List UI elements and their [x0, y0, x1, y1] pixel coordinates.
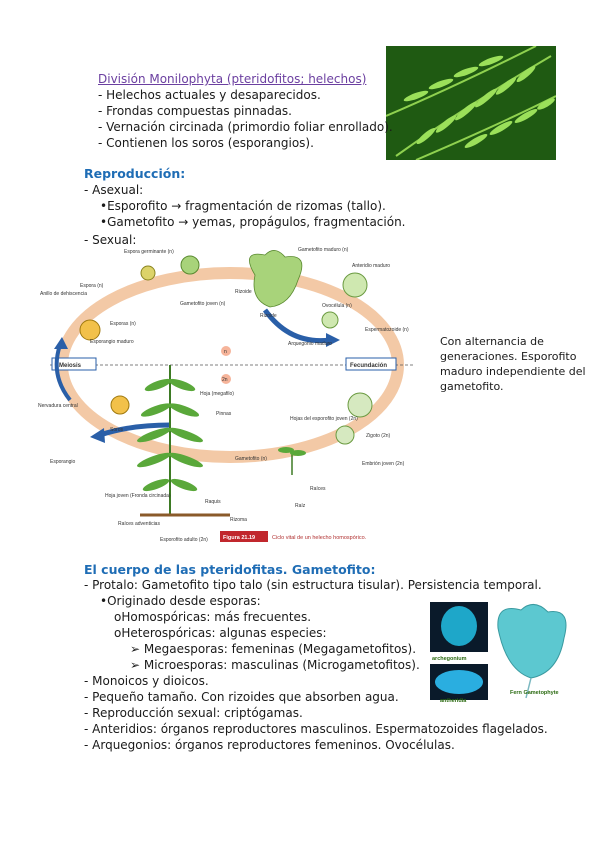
label-pinnas: Pinnas	[216, 411, 232, 417]
label-espermatozoide: Espermatozoide (n)	[365, 327, 409, 333]
cuerpo-line-6: ➢ Microesporas: masculinas (Microgametof…	[130, 658, 420, 672]
label-gametofito-joven: Gametofito joven (n)	[180, 301, 226, 307]
label-hojas-esporofito: Hojas del esporofito joven (2n)	[290, 416, 358, 422]
label-fern-gametophyte: Fern Gametophyte	[510, 690, 559, 696]
label-esporangio: Esporangio	[50, 459, 76, 465]
label-espora-germinante: Espora germinante (n)	[124, 249, 174, 255]
fern-photo	[386, 46, 556, 160]
sexual-label: - Sexual:	[84, 233, 137, 247]
label-hoja-megafilo: Hoja (megafilo)	[200, 391, 234, 397]
label-esporangio-maduro: Esporangio maduro	[90, 339, 134, 345]
life-cycle-figure: Meiosis Fecundación n 2n	[30, 245, 435, 545]
label-espora: Espora (n)	[80, 283, 104, 289]
label-archegonium: archegonium	[432, 656, 467, 662]
asexual-item-1: •Esporofito → fragmentación de rizomas (…	[100, 199, 386, 213]
cuerpo-line-2: •Originado desde esporas:	[100, 594, 261, 608]
intro-item-4: - Contienen los soros (esporangios).	[98, 136, 314, 150]
label-fecundacion: Fecundación	[350, 363, 387, 369]
label-2n: 2n	[222, 377, 228, 383]
life-cycle-diagram: Meiosis Fecundación n 2n	[38, 247, 415, 543]
cuerpo-line-3: oHomospóricas: más frecuentes.	[114, 610, 312, 624]
label-anteridio-maduro: Anteridio maduro	[352, 263, 390, 269]
gametophyte-drawing: archegonium antheridia Fern Gametophyte	[430, 602, 567, 704]
cuerpo-line-7: - Monoicos y dioicos.	[84, 674, 209, 688]
label-esporofito-adulto: Esporofito adulto (2n)	[160, 537, 208, 543]
label-ovocelula: Ovocélula (n)	[322, 303, 352, 309]
label-zigoto: Zigoto (2n)	[366, 433, 391, 439]
cuerpo-line-8: - Pequeño tamaño. Con rizoides que absor…	[84, 690, 399, 704]
reproduccion-heading: Reproducción:	[84, 166, 186, 181]
cuerpo-line-10: - Anteridios: órganos reproductores masc…	[84, 722, 548, 736]
label-embrion: Embrión joven (2n)	[362, 461, 405, 467]
fern-photo-drawing	[386, 46, 556, 160]
label-soros: Soros	[110, 427, 124, 433]
label-raices: Raíces	[310, 486, 326, 492]
side-note: Con alternancia de generaciones. Esporof…	[440, 335, 586, 393]
figure-caption: Ciclo vital de un helecho homospórico.	[272, 535, 367, 541]
label-arquegonio-maduro: Arquegonio maduro	[288, 341, 332, 347]
label-raiz: Raíz	[295, 503, 306, 509]
label-gametofito-n: Gametofito (n)	[235, 456, 267, 462]
label-raquis: Raquis	[205, 499, 221, 505]
label-rizoide-2: Rizoide	[260, 313, 277, 319]
figure-number: Figura 21.19	[223, 535, 255, 541]
intro-item-3: - Vernación circinada (primordio foliar …	[98, 120, 393, 134]
label-raices-adventicias: Raíces adventicias	[118, 521, 160, 527]
label-anillo: Anillo de dehiscencia	[40, 291, 87, 297]
cuerpo-line-5: ➢ Megaesporas: femeninas (Megagametofito…	[130, 642, 417, 656]
label-rizoma: Rizoma	[230, 517, 247, 523]
cuerpo-heading: El cuerpo de las pteridofitas. Gametofit…	[84, 562, 376, 577]
gametophyte-micrograph: archegonium antheridia Fern Gametophyte	[426, 598, 572, 704]
label-nervadura: Nervadura central	[38, 403, 78, 409]
cuerpo-line-9: - Reproducción sexual: criptógamas.	[84, 706, 303, 720]
label-gametofito-maduro: Gametofito maduro (n)	[298, 247, 349, 253]
intro-item-2: - Frondas compuestas pinnadas.	[98, 104, 292, 118]
intro-item-1: - Helechos actuales y desaparecidos.	[98, 88, 321, 102]
label-antheridia: antheridia	[440, 698, 467, 704]
cuerpo-line-4: oHeterospóricas: algunas especies:	[114, 626, 327, 640]
label-meiosis: Meiosis	[59, 363, 82, 369]
asexual-item-2: •Gametofito → yemas, propágulos, fragmen…	[100, 215, 406, 229]
label-rizoide: Rizoide	[235, 289, 252, 295]
division-title[interactable]: División Monilophyta (pteridofitos; hele…	[98, 72, 367, 86]
asexual-label: - Asexual:	[84, 183, 144, 197]
cuerpo-line-11: - Arquegonios: órganos reproductores fem…	[84, 738, 455, 752]
label-esporas: Esporas (n)	[110, 321, 136, 327]
cuerpo-line-1: - Protalo: Gametofito tipo talo (sin est…	[84, 578, 542, 592]
label-n: n	[224, 349, 227, 355]
label-hoja-joven: Hoja joven (Fronda circinada)	[105, 493, 171, 499]
